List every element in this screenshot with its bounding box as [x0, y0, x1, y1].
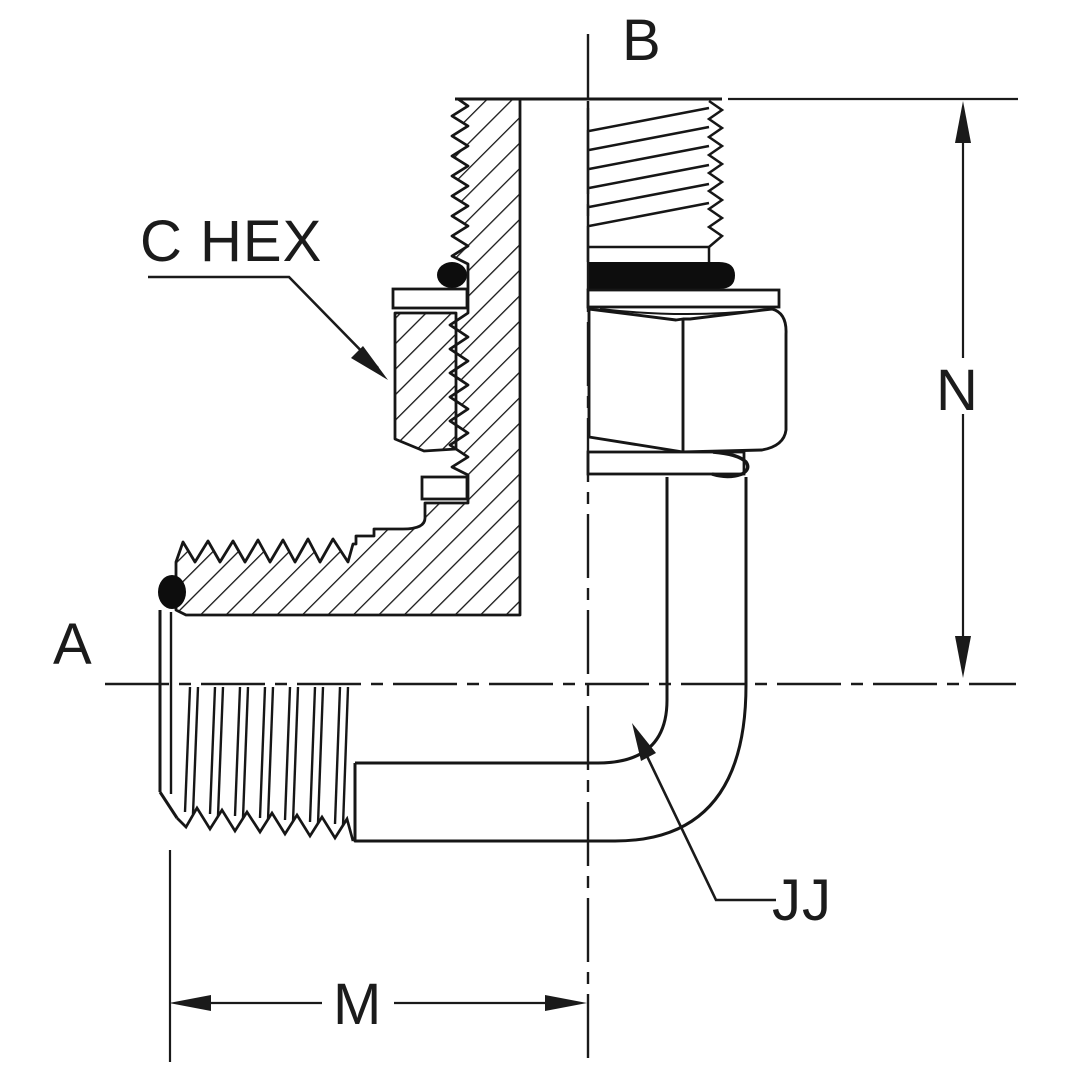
arrowhead-right — [545, 995, 587, 1011]
label-c-hex: C HEX — [140, 209, 323, 274]
oring-port-a-dot — [158, 575, 186, 609]
label-port-b: B — [622, 8, 662, 73]
label-dim-n: N — [936, 358, 979, 423]
dimension-n — [728, 97, 1018, 678]
locknut-external — [587, 307, 788, 454]
arrowhead-left — [169, 995, 211, 1011]
leader-jj — [632, 723, 776, 902]
oring-section-dot — [437, 262, 467, 288]
washer-upper-external — [586, 288, 781, 315]
washer-lower-left — [420, 475, 469, 501]
label-port-a: A — [53, 612, 93, 677]
port-a-external-threads — [176, 686, 355, 842]
elbow-outer-profile — [353, 477, 748, 843]
leader-c-hex — [148, 275, 388, 380]
label-dim-m: M — [333, 972, 383, 1037]
oring-band-external — [588, 262, 735, 289]
arrowhead-down — [955, 636, 971, 678]
arrowhead-up — [955, 101, 971, 143]
port-b-external-threads — [455, 97, 725, 262]
washer-lower-external — [586, 450, 750, 479]
body-section-hatched — [174, 97, 522, 617]
port-a-face — [158, 610, 179, 819]
arrowhead-c-hex — [351, 346, 388, 380]
arrowhead-jj — [632, 723, 656, 761]
locknut-section-hatched — [393, 311, 458, 453]
centerlines — [105, 34, 1016, 1060]
washer-upper-left — [391, 287, 469, 310]
label-jj: JJ — [772, 868, 832, 933]
dimension-m — [168, 850, 587, 1062]
